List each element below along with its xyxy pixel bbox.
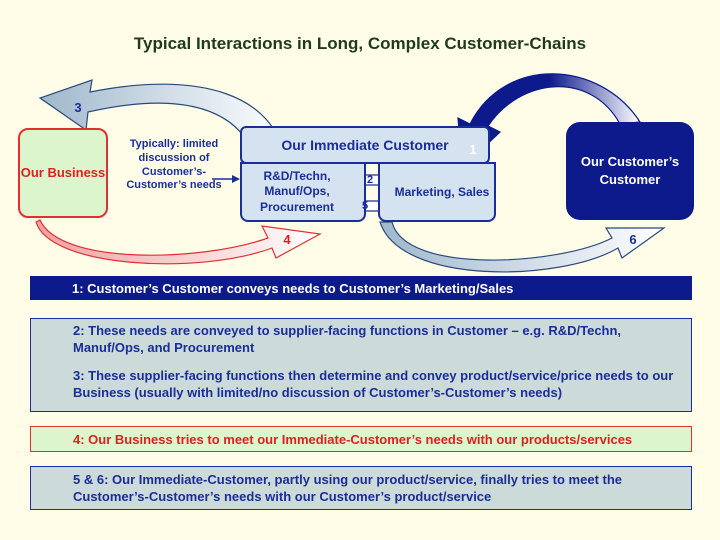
explanation-step-1: 1: Customer’s Customer conveys needs to … <box>30 276 692 300</box>
limited-discussion-note: Typically: limited discussion of Custome… <box>126 138 222 192</box>
arrow-1 <box>457 73 642 170</box>
explanation-step-2: 2: These needs are conveyed to supplier-… <box>73 323 622 355</box>
arrow-number-4: 4 <box>283 232 291 247</box>
arrow-number-1: 1 <box>469 142 477 157</box>
page-title: Typical Interactions in Long, Complex Cu… <box>133 34 587 53</box>
explanation-step-3: 3: These supplier-facing functions then … <box>73 367 674 400</box>
explanation-steps-2-3: 2: These needs are conveyed to supplier-… <box>30 318 692 412</box>
arrow-number-2: 2 <box>366 174 374 186</box>
arrow-number-3: 3 <box>74 100 82 115</box>
arrow-3 <box>38 79 286 161</box>
arrow-4 <box>35 219 322 265</box>
customers-customer-box: Our Customer’s Customer <box>566 122 694 220</box>
rd-functions-box: R&D/Techn, Manuf/Ops, Procurement <box>240 162 366 222</box>
explanation-steps-5-6: 5 & 6: Our Immediate-Customer, partly us… <box>30 466 692 510</box>
arrow-6 <box>379 221 666 273</box>
arrow-number-5: 5 <box>361 200 369 212</box>
explanation-step-4: 4: Our Business tries to meet our Immedi… <box>30 426 692 452</box>
marketing-sales-box: Marketing, Sales <box>378 162 496 222</box>
our-business-box: Our Business <box>18 128 108 218</box>
arrow-number-6: 6 <box>629 232 637 247</box>
immediate-customer-box: Our Immediate Customer <box>240 126 490 164</box>
